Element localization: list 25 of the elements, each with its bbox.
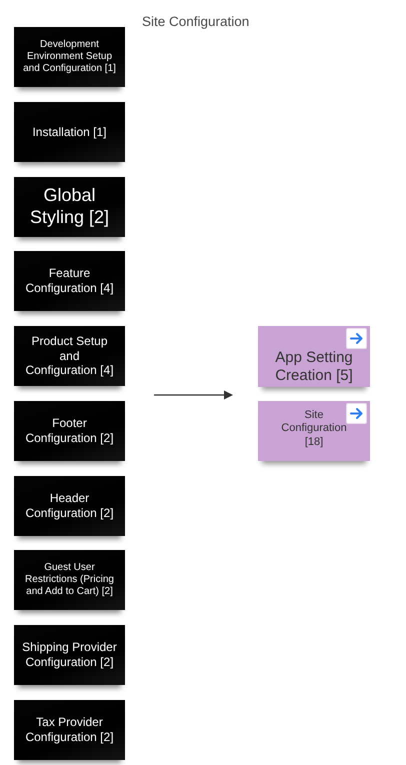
sticky-note [14, 625, 125, 685]
note-text: Site Configuration [18] [280, 409, 348, 450]
sticky-note [14, 251, 125, 311]
note-text: Feature Configuration [4] [24, 266, 115, 296]
note-text: Installation [1] [32, 124, 107, 140]
sticky-note [14, 326, 125, 386]
sticky-note [14, 27, 125, 87]
note-text: Shipping Provider Configuration [2] [21, 640, 118, 670]
note-text: Guest User Restrictions (Pricing and Add to Cart) [2] [24, 562, 115, 598]
note-text: Global Styling [2] [28, 185, 110, 229]
sticky-note [258, 401, 370, 461]
title: Site Configuration [142, 14, 250, 29]
sticky-note [14, 401, 125, 461]
sticky-note [14, 700, 125, 760]
note-text: Development Environment Setup and Configuration [1] [22, 38, 117, 76]
note-text: Product Setup and Configuration [4] [24, 334, 115, 378]
sticky-note [14, 177, 125, 237]
note-text: Tax Provider Configuration [2] [24, 715, 115, 745]
note-text: Footer Configuration [2] [24, 416, 115, 446]
sticky-note [14, 102, 125, 162]
sticky-note [14, 550, 125, 610]
note-text: Header Configuration [2] [24, 491, 115, 521]
note-text: App Setting Creation [5] [274, 349, 354, 386]
sticky-note [258, 326, 370, 387]
sticky-note [14, 476, 125, 536]
